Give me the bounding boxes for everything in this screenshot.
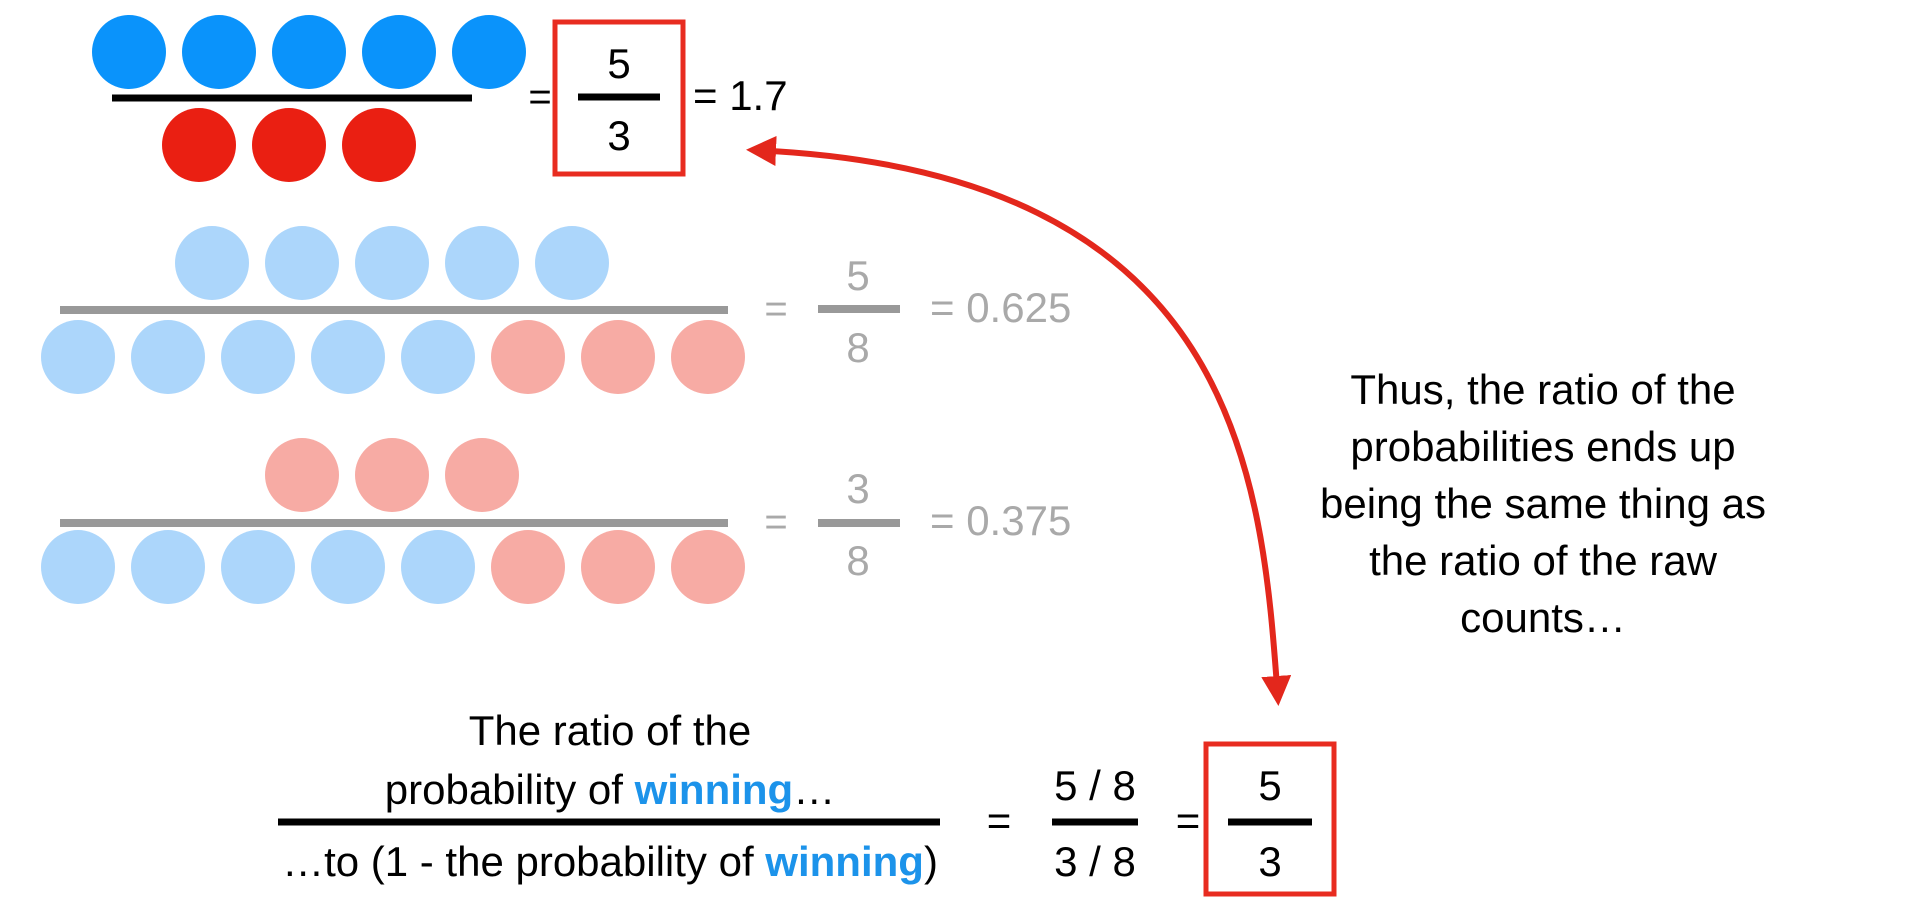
- equals-sign: =: [1176, 797, 1201, 844]
- blue-dot: [41, 530, 115, 604]
- double-arrow-connector: [746, 136, 1292, 706]
- blue-dot: [401, 320, 475, 394]
- denominator-dots: [41, 320, 745, 394]
- blue-dot: [92, 15, 166, 89]
- explanation-line: probabilities ends up: [1350, 423, 1735, 470]
- winning-highlight: winning: [764, 838, 924, 885]
- equals-sign: =: [764, 500, 787, 544]
- blue-dot: [311, 320, 385, 394]
- red-dot: [581, 320, 655, 394]
- blue-dot: [445, 226, 519, 300]
- ratio-result: = 0.625: [930, 284, 1071, 331]
- denominator-dots: [41, 530, 745, 604]
- ratio-row-win-probability: = 5 8 = 0.625: [41, 226, 1071, 394]
- explanation-line: counts…: [1460, 594, 1626, 641]
- ratio-row-blue-over-red: = 5 3 = 1.7: [92, 15, 788, 182]
- numerator-dots: [92, 15, 526, 89]
- blue-dot: [401, 530, 475, 604]
- red-dot: [671, 530, 745, 604]
- red-dot: [252, 108, 326, 182]
- red-dot: [162, 108, 236, 182]
- explanation-text: Thus, the ratio of the probabilities end…: [1320, 366, 1766, 641]
- red-dot: [265, 438, 339, 512]
- red-dot: [581, 530, 655, 604]
- blue-dot: [535, 226, 609, 300]
- red-dot: [342, 108, 416, 182]
- red-dot: [491, 320, 565, 394]
- formula-numerator-line2: probability of winning…: [385, 766, 835, 813]
- equals-sign: =: [987, 797, 1012, 844]
- fraction-numerator: 3: [846, 465, 869, 512]
- red-dot: [491, 530, 565, 604]
- explanation-line: Thus, the ratio of the: [1350, 366, 1735, 413]
- middle-fraction-numerator: 5 / 8: [1054, 762, 1136, 809]
- red-dot: [445, 438, 519, 512]
- blue-dot: [131, 320, 205, 394]
- denominator-dots: [162, 108, 416, 182]
- blue-dot: [175, 226, 249, 300]
- result-fraction-numerator: 5: [1258, 762, 1281, 809]
- numerator-dots: [265, 438, 519, 512]
- blue-dot: [221, 530, 295, 604]
- blue-dot: [265, 226, 339, 300]
- formula-numerator-line1: The ratio of the: [469, 707, 752, 754]
- blue-dot: [452, 15, 526, 89]
- highlight-box: [1203, 741, 1337, 897]
- blue-dot: [182, 15, 256, 89]
- winning-highlight: winning: [634, 766, 794, 813]
- blue-dot: [41, 320, 115, 394]
- blue-dot: [355, 226, 429, 300]
- ratio-result: = 0.375: [930, 497, 1071, 544]
- fraction-denominator: 8: [846, 537, 869, 584]
- fraction-denominator: 8: [846, 324, 869, 371]
- blue-dot: [131, 530, 205, 604]
- red-dot: [355, 438, 429, 512]
- ratio-row-lose-probability: = 3 8 = 0.375: [41, 438, 1071, 604]
- blue-dot: [221, 320, 295, 394]
- blue-dot: [311, 530, 385, 604]
- fraction-numerator: 5: [846, 252, 869, 299]
- highlight-box: [552, 19, 686, 177]
- result-fraction-denominator: 3: [1258, 838, 1281, 885]
- explanation-line: being the same thing as: [1320, 480, 1766, 527]
- numerator-dots: [175, 226, 609, 300]
- blue-dot: [362, 15, 436, 89]
- middle-fraction-denominator: 3 / 8: [1054, 838, 1136, 885]
- explanation-line: the ratio of the raw: [1369, 537, 1718, 584]
- blue-dot: [272, 15, 346, 89]
- equals-sign: =: [764, 287, 787, 331]
- red-dot: [671, 320, 745, 394]
- fraction-denominator: 3: [607, 112, 630, 159]
- ratio-result: = 1.7: [693, 72, 788, 119]
- odds-formula: The ratio of the probability of winning……: [278, 707, 1337, 897]
- fraction-numerator: 5: [607, 40, 630, 87]
- equals-sign: =: [528, 75, 551, 119]
- formula-denominator: …to (1 - the probability of winning): [282, 838, 938, 885]
